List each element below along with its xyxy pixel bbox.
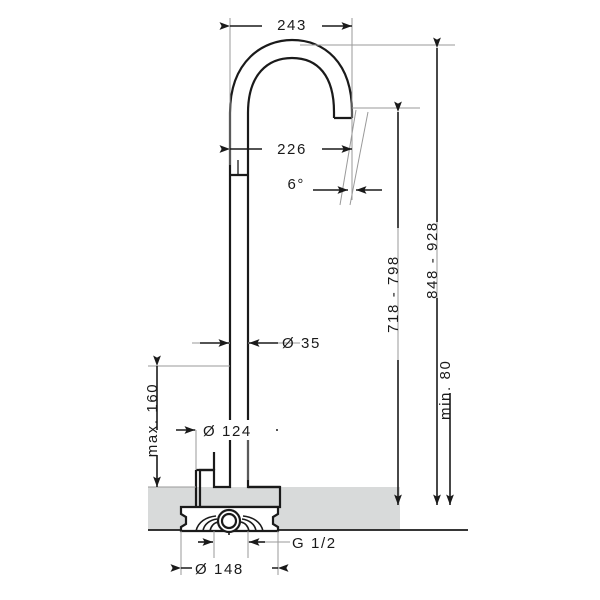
escutcheon-ornament [195, 508, 264, 535]
dim-226: 226 [219, 138, 352, 158]
dim-848-928: 848 - 928 [424, 37, 441, 505]
dim-max-160: max. 160 [144, 355, 161, 487]
ornament-right-3 [240, 521, 250, 532]
dim-angle: 6° [287, 176, 382, 194]
dim-g12: G 1/2 [198, 535, 337, 552]
escutcheon-hub-inner [220, 512, 238, 530]
spout-inner-curve [246, 56, 336, 172]
base-detail [194, 452, 280, 507]
dim-d35: Ø 35 [200, 335, 321, 352]
ornament-left-1 [195, 515, 217, 532]
dim-d124: Ø 124 [176, 420, 278, 440]
angle-leader-b [349, 111, 369, 206]
dim-226-label: 226 [277, 141, 307, 158]
dim-angle-label: 6° [287, 176, 305, 193]
dim-g12-label: G 1/2 [292, 535, 337, 552]
dim-d148-label: Ø 148 [195, 561, 244, 578]
dim-718-798-label: 718 - 798 [385, 255, 402, 333]
dim-d124-label: Ø 124 [203, 423, 252, 440]
dim-min-80: min. 80 [437, 360, 454, 505]
dim-243-label: 243 [277, 17, 307, 34]
dim-d148: Ø 148 [170, 558, 289, 578]
dim-d35-label: Ø 35 [282, 335, 321, 352]
dim-min-80-label: min. 80 [437, 360, 454, 420]
ornament-right-2 [241, 518, 257, 532]
dim-848-928-label: 848 - 928 [424, 221, 441, 299]
ornament-left-2 [202, 518, 218, 532]
ornament-right-1 [242, 515, 264, 532]
dim-718-798: 718 - 798 [385, 101, 402, 505]
dim-max-160-label: max. 160 [144, 383, 161, 458]
spout-outer-curve [228, 38, 354, 175]
dim-243: 243 [219, 14, 352, 34]
